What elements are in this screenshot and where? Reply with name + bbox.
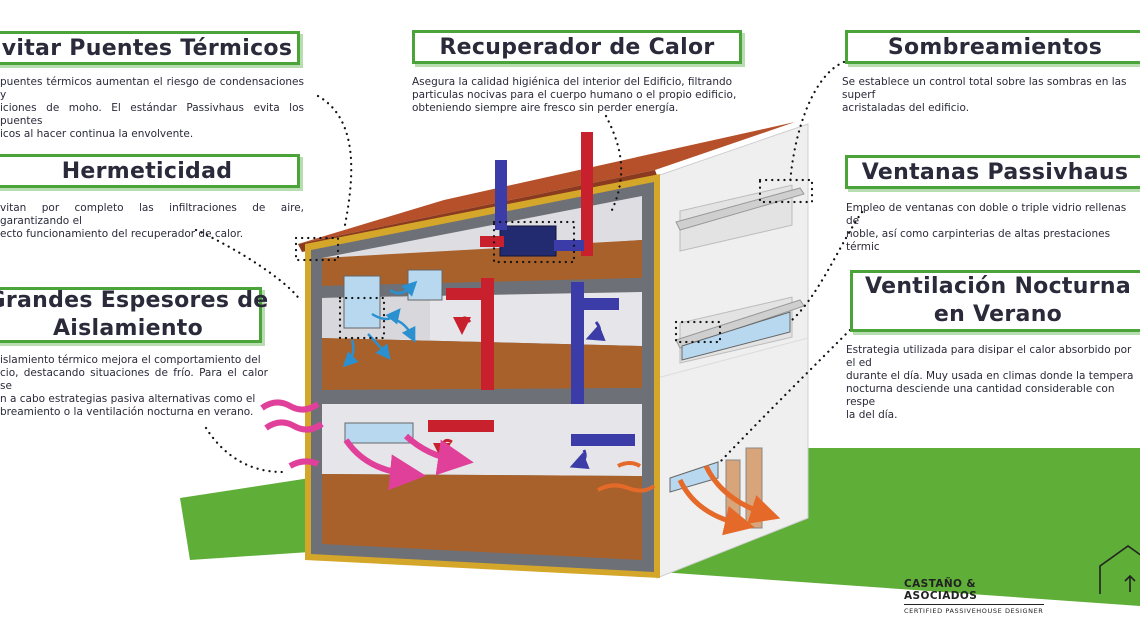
desc-espesores-line-3: n a cabo estrategias pasiva alternativas… bbox=[0, 393, 256, 405]
leader-puentes bbox=[316, 94, 353, 232]
night-air-in-2 bbox=[597, 483, 656, 493]
title-ventanas: Ventanas Passivhaus bbox=[845, 155, 1140, 189]
extract-arm-lower bbox=[428, 420, 494, 432]
extract-duct-branch bbox=[480, 236, 504, 247]
desc-recuperador: Asegura la calidad higiénica del interio… bbox=[412, 76, 744, 115]
facade-joint bbox=[656, 337, 809, 379]
pink-air-outside-1 bbox=[260, 399, 320, 413]
supply-riser bbox=[571, 282, 584, 404]
desc-espesores: islamiento térmico mejora el comportamie… bbox=[0, 354, 268, 419]
lower-window bbox=[344, 422, 414, 444]
desc-puentes-line-1: puentes térmicos aumentan el riesgo de c… bbox=[0, 76, 304, 101]
pink-air-inside-2 bbox=[403, 433, 474, 476]
fresh-air-arrow-4 bbox=[367, 333, 391, 360]
supply-duct-branch bbox=[554, 240, 584, 251]
title-puentes: vitar Puentes Térmicos bbox=[0, 31, 300, 65]
title-espesores: Grandes Espesores de Aislamiento bbox=[0, 287, 268, 343]
fresh-air-arrow-3 bbox=[342, 339, 359, 368]
pink-air-inside-1 bbox=[343, 438, 426, 491]
desc-hermeticidad-line-1: vitan por completo las infiltraciones de… bbox=[0, 202, 304, 227]
desc-ventanas: Empleo de ventanas con doble o triple vi… bbox=[846, 202, 1140, 254]
brand-tagline: CERTIFIED PASSIVEHOUSE DESIGNER bbox=[904, 607, 1044, 615]
upper-window-left bbox=[343, 275, 381, 329]
brand-name: CASTAÑO & ASOCIADOS bbox=[904, 578, 1044, 605]
desc-espesores-line-2: cio, destacando situaciones de frío. Par… bbox=[0, 367, 268, 392]
desc-ventilacion-line-2: durante el día. Muy usada en climas dond… bbox=[846, 370, 1134, 382]
desc-hermeticidad: vitan por completo las infiltraciones de… bbox=[0, 202, 304, 241]
desc-puentes: puentes térmicos aumentan el riesgo de c… bbox=[0, 76, 304, 141]
desc-espesores-line-1: islamiento térmico mejora el comportamie… bbox=[0, 354, 261, 366]
pink-air-outside-2 bbox=[264, 419, 324, 433]
facade-door-2 bbox=[745, 447, 763, 529]
extract-arm-upper bbox=[446, 288, 494, 300]
leader-lines bbox=[194, 60, 864, 474]
supply-arm-upper bbox=[571, 298, 619, 310]
extract-duct-roof bbox=[581, 132, 593, 256]
slab-middle bbox=[322, 388, 642, 404]
desc-recuperador-line-2: particulas nocivas para el cuerpo humano… bbox=[412, 89, 737, 101]
fresh-air-arrow-5 bbox=[395, 318, 416, 343]
lower-room-floor bbox=[322, 474, 642, 560]
house-logo-arrow-icon bbox=[1124, 574, 1136, 592]
title-espesores-line-2: Aislamiento bbox=[52, 316, 204, 341]
brand-block: CASTAÑO & ASOCIADOS CERTIFIED PASSIVEHOU… bbox=[904, 578, 1044, 615]
desc-hermeticidad-line-2: ecto funcionamiento del recuperador de c… bbox=[0, 228, 244, 240]
leader-box-corner bbox=[294, 236, 340, 262]
extract-riser bbox=[481, 278, 494, 390]
window-strip-middle bbox=[681, 311, 791, 361]
night-air-in-1 bbox=[617, 461, 642, 468]
desc-ventilacion-line-4: la del día. bbox=[846, 409, 898, 421]
leader-sombreamientos bbox=[788, 60, 846, 186]
desc-sombreamientos-line-1: Se establece un control total sobre las … bbox=[842, 76, 1127, 101]
supply-arm-lower bbox=[571, 434, 635, 446]
desc-puentes-line-3: icos al hacer continua la envolvente. bbox=[0, 128, 194, 140]
desc-sombreamientos-line-2: acristaladas del edificio. bbox=[842, 102, 970, 114]
airflow-red-upper bbox=[453, 316, 472, 335]
roof bbox=[298, 122, 795, 244]
leader-box-middle bbox=[674, 320, 722, 344]
house-logo-icon bbox=[1099, 545, 1140, 594]
attic-floor bbox=[322, 240, 642, 286]
leader-espesores bbox=[204, 426, 284, 474]
leader-hermeticidad bbox=[194, 228, 302, 302]
desc-ventilacion-line-1: Estrategia utilizada para disipar el cal… bbox=[846, 344, 1132, 369]
airflow-navy-upper bbox=[585, 321, 606, 342]
heat-recovery-unit bbox=[499, 225, 557, 257]
desc-recuperador-line-3: obteniendo siempre aire fresco sin perde… bbox=[412, 102, 679, 114]
pink-air-outside-3 bbox=[288, 458, 320, 469]
night-air-out-2 bbox=[703, 464, 781, 524]
leader-box-hru bbox=[492, 220, 576, 264]
title-ventilacion: Ventilación Nocturna en Verano bbox=[850, 270, 1140, 332]
grass-ground-left bbox=[180, 478, 310, 560]
title-ventilacion-line-2: en Verano bbox=[933, 302, 1063, 327]
leader-ventilacion bbox=[718, 328, 852, 464]
desc-ventanas-line-2: noble, así como carpinterias de altas pr… bbox=[846, 228, 1111, 253]
overhang-upper bbox=[675, 187, 805, 231]
title-sombreamientos: Sombreamientos bbox=[845, 30, 1140, 64]
airflow-navy-lower bbox=[569, 449, 590, 470]
desc-sombreamientos: Se establece un control total sobre las … bbox=[842, 76, 1140, 115]
desc-recuperador-line-1: Asegura la calidad higiénica del interio… bbox=[412, 76, 733, 88]
desc-ventilacion-line-3: nocturna desciende una cantidad consider… bbox=[846, 383, 1115, 408]
desc-ventilacion: Estrategia utilizada para disipar el cal… bbox=[846, 344, 1140, 422]
night-air-out-1 bbox=[677, 478, 755, 536]
leader-recuperador bbox=[604, 114, 623, 212]
title-espesores-line-1: Grandes Espesores de bbox=[0, 288, 269, 313]
desc-ventanas-line-1: Empleo de ventanas con doble o triple vi… bbox=[846, 202, 1127, 227]
fresh-air-arrow-1 bbox=[389, 280, 418, 297]
fresh-air-arrow-2 bbox=[371, 308, 401, 325]
upper-window-right bbox=[407, 269, 443, 301]
desc-puentes-line-2: iciones de moho. El estándar Passivhaus … bbox=[0, 102, 304, 127]
leader-ventanas bbox=[790, 210, 864, 322]
title-recuperador: Recuperador de Calor bbox=[412, 30, 742, 64]
desc-espesores-line-4: breamiento o la ventilación nocturna en … bbox=[0, 406, 254, 418]
title-ventilacion-line-1: Ventilación Nocturna bbox=[865, 274, 1131, 299]
supply-duct-roof bbox=[495, 160, 507, 230]
title-hermeticidad: Hermeticidad bbox=[0, 154, 300, 188]
